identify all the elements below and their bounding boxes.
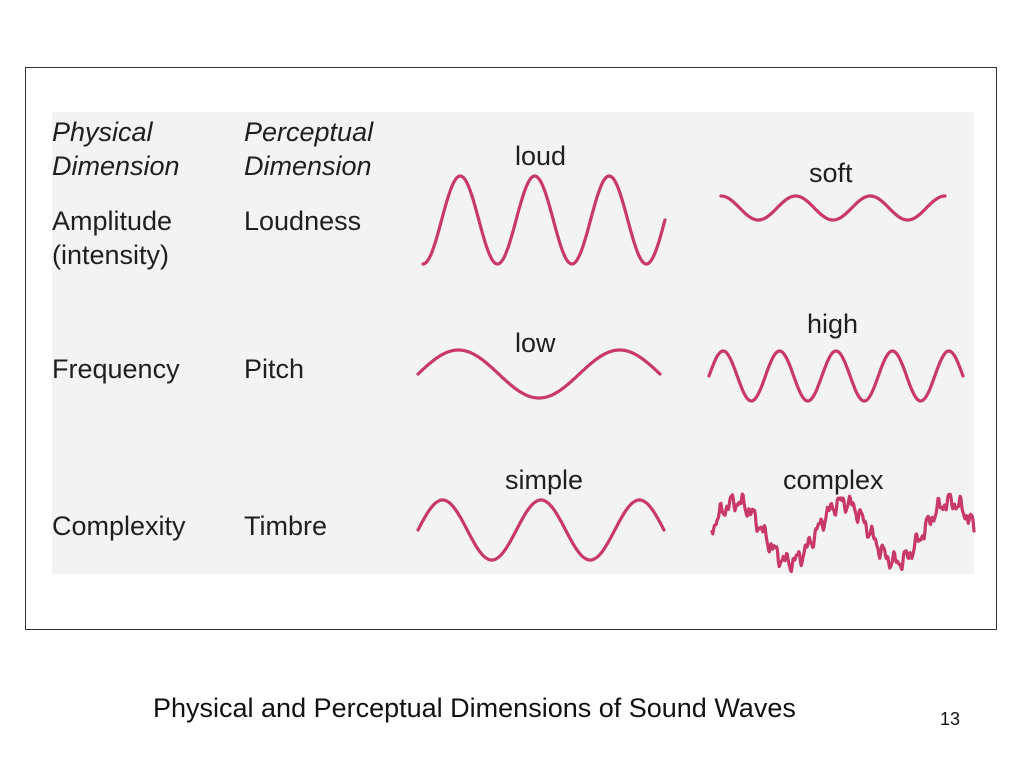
physical-header-line-1: Physical [52,117,153,147]
soft-label: soft [809,158,853,188]
loud-wave [421,174,667,266]
amplitude-line-2: (intensity) [52,240,170,270]
physical-header-line-2: Dimension [52,151,180,181]
amplitude-line-1: Amplitude [52,206,173,236]
complexity-label: Complexity [52,511,186,541]
slide-caption: Physical and Perceptual Dimensions of So… [153,693,796,723]
simple-wave [416,498,666,562]
figure-panel: Physical Dimension Perceptual Dimension … [52,112,976,574]
slide-number: 13 [940,709,961,729]
perceptual-header-line-1: Perceptual [244,117,374,147]
high-frequency-wave [707,349,965,403]
physical-dimension-header: Physical Dimension [52,115,180,183]
complex-wave-path [710,492,976,573]
timbre-label: Timbre [244,511,328,541]
complex-label: complex [783,465,884,495]
complex-wave [710,492,976,573]
soft-wave [719,194,947,222]
high-label: high [807,309,859,339]
low-frequency-wave [416,348,662,400]
low-label: low [515,328,556,358]
loud-label: loud [515,141,567,171]
perceptual-header-line-2: Dimension [244,151,372,181]
loudness-label: Loudness [244,206,362,236]
pitch-label: Pitch [244,354,305,384]
soft-wave-path [719,194,947,222]
figure-frame: Physical Dimension Perceptual Dimension … [25,67,997,630]
simple-label: simple [505,465,584,495]
high-frequency-wave-path [707,349,965,403]
simple-wave-path [416,498,666,562]
perceptual-dimension-header: Perceptual Dimension [244,115,373,183]
amplitude-label: Amplitude (intensity) [52,204,172,272]
low-frequency-wave-path [416,348,662,400]
frequency-label: Frequency [52,354,180,384]
loud-wave-path [421,174,667,266]
